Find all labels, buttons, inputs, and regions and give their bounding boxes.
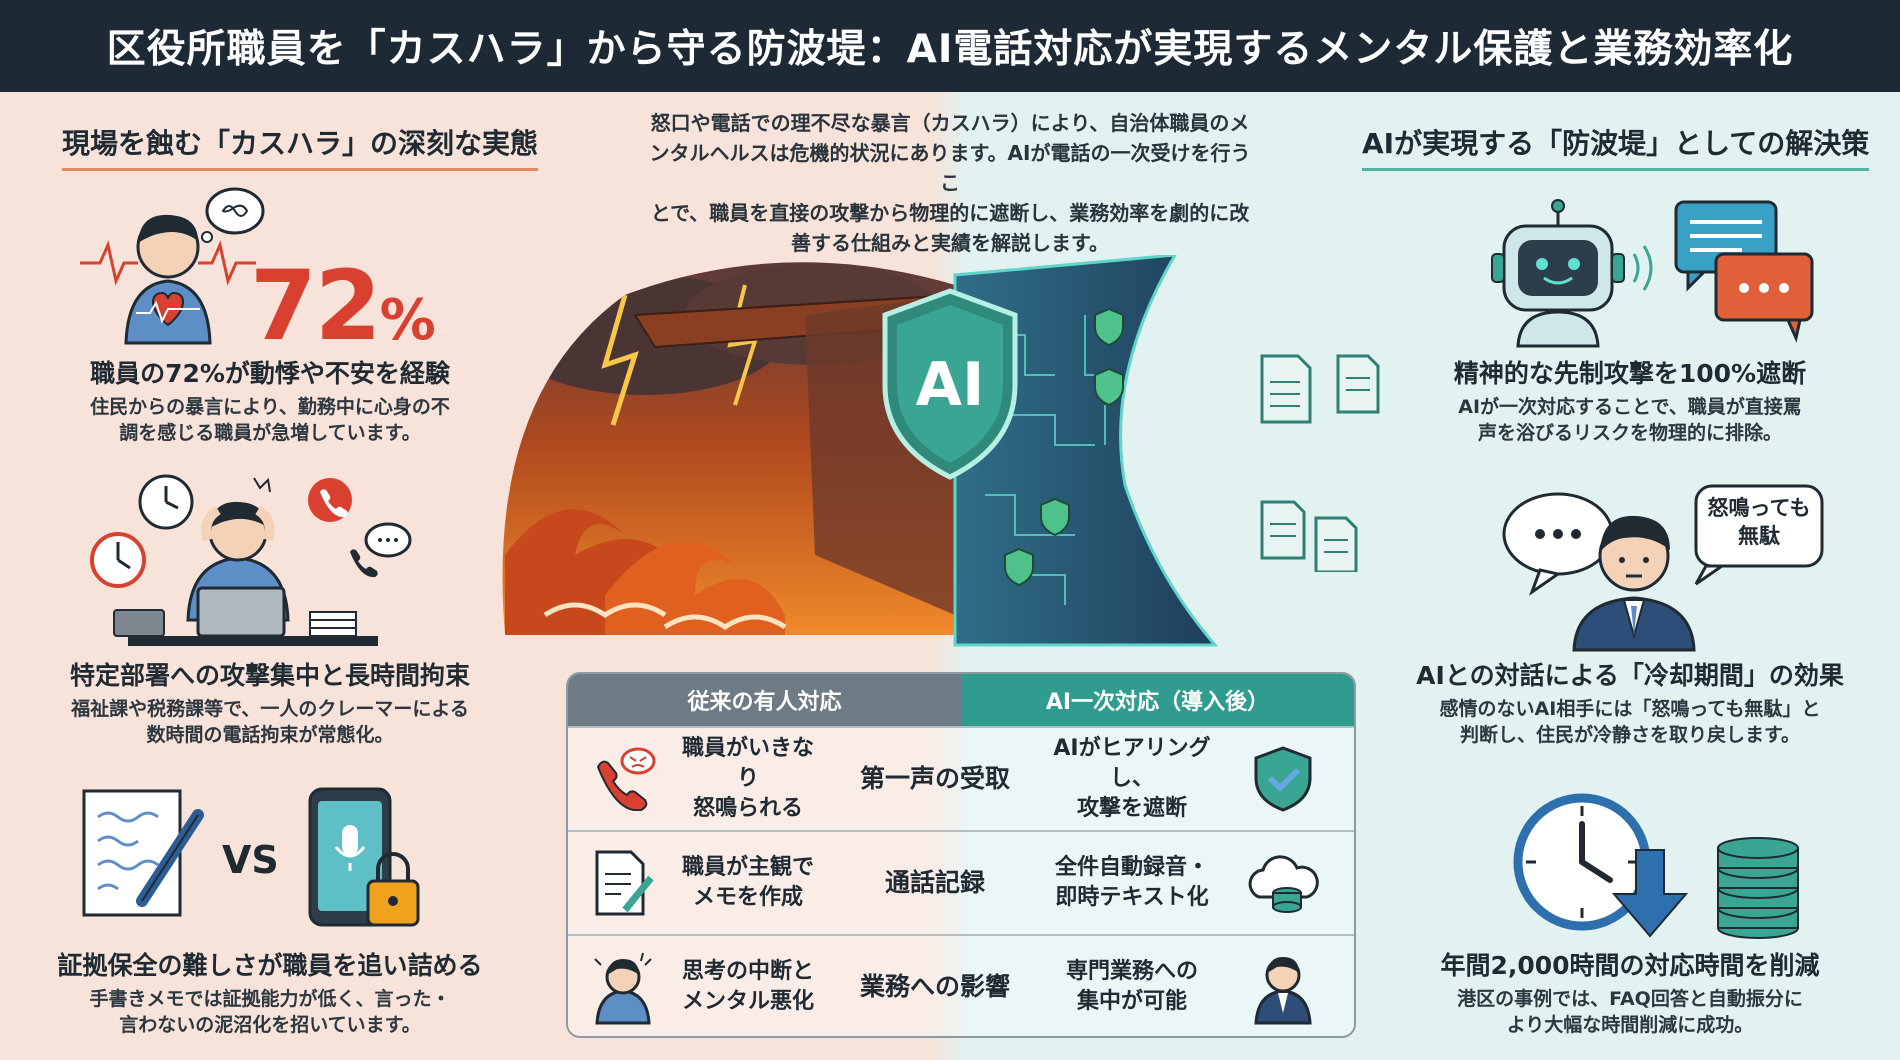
comparison-row: 思考の中断とメンタル悪化 業務への影響 専門業務への集中が可能 [568, 934, 1354, 1036]
conventional-cell: 思考の中断とメンタル悪化 [678, 957, 818, 1017]
cloud-database-icon [1212, 853, 1354, 913]
item-title: 精神的な先制攻撃を100%遮断 [1453, 359, 1807, 388]
cell-line: 職員が主観で [681, 855, 814, 880]
item-desc-line: 感情のないAI相手には「怒鳴っても無駄」と [1439, 698, 1821, 720]
comparison-row: 職員がいきなり怒鳴られる 第一声の受取 AIがヒアリングし、攻撃を遮断 [568, 726, 1354, 830]
cell-line: 専門業務への [1065, 959, 1198, 984]
cell-line: メモを作成 [692, 885, 803, 910]
item-title: 職員の72%が動悸や不安を経験 [90, 359, 450, 388]
left-item-3: 証拠保全の難しさが職員を追い詰める 手書きメモでは証拠能力が低く、言った・ 言わ… [20, 950, 520, 1038]
cell-line: 集中が可能 [1076, 989, 1187, 1014]
right-item-2: AIとの対話による「冷却期間」の効果 感情のないAI相手には「怒鳴っても無駄」と… [1400, 660, 1860, 748]
item-desc-line: 港区の事例では、FAQ回答と自動振分に [1457, 988, 1803, 1010]
cell-line: メンタル悪化 [681, 989, 814, 1014]
handwritten-memo-icon [82, 789, 204, 917]
vs-label: VS [222, 838, 279, 882]
documents-icon [1260, 354, 1380, 572]
cell-line: 思考の中断と [681, 959, 814, 984]
left-section-heading: 現場を蝕む「カスハラ」の深刻な実態 [62, 122, 539, 171]
item-desc-line: 判断し、住民が冷静さを取り戻します。 [1459, 724, 1801, 746]
item-title: 年間2,000時間の対応時間を削減 [1440, 951, 1820, 980]
cell-line: AIがヒアリングし、 [1053, 736, 1211, 791]
cell-line: 即時テキスト化 [1055, 885, 1209, 910]
item-desc-line: 住民からの暴言により、勤務中に心身の不 [90, 396, 450, 418]
conventional-cell: 職員がいきなり怒鳴られる [678, 734, 818, 824]
ai-robot-chat-icon [1491, 199, 1814, 348]
intro-line: ンタルヘルスは危機的状況にあります。AIが電話の一次受けを行うこ [649, 141, 1251, 195]
item-desc-line: 言わないの泥沼化を招いています。 [119, 1014, 421, 1036]
item-desc-line: 調を感じる職員が急増しています。 [119, 422, 421, 444]
comparison-header-conventional: 従来の有人対応 [568, 674, 961, 726]
item-desc-line: AIが一次対応することで、職員が直接罵 [1458, 396, 1802, 418]
focused-businessman-icon [1212, 949, 1354, 1025]
stressed-person-icon [568, 949, 678, 1025]
stat-72-percent: 72% [250, 250, 436, 362]
page-title: 区役所職員を「カスハラ」から守る防波堤：AI電話対応が実現するメンタル保護と業務… [0, 0, 1900, 92]
aspect-cell: 業務への影響 [859, 972, 1010, 1001]
right-section-heading: AIが実現する「防波堤」としての解決策 [1362, 122, 1870, 171]
bubble-line: 怒鳴っても [1707, 496, 1811, 520]
stat-unit: % [379, 288, 436, 353]
ai-cell: 全件自動録音・即時テキスト化 [1052, 853, 1212, 913]
comparison-row: 職員が主観でメモを作成 通話記録 全件自動録音・即時テキスト化 [568, 830, 1354, 934]
aspect-cell: 通話記録 [884, 868, 985, 897]
intro-line: とで、職員を直接の攻撃から物理的に遮断し、業務効率を劇的に改 [650, 201, 1250, 225]
cell-line: 攻撃を遮断 [1076, 796, 1187, 821]
smartphone-recorder-icon [308, 787, 420, 927]
shield-ai-label: AI [916, 350, 985, 420]
cell-line: 怒鳴られる [692, 796, 803, 821]
cell-line: 全件自動録音・ [1054, 855, 1209, 880]
intro-text: 怒口や電話での理不尽な暴言（カスハラ）により、自治体職員のメ ンタルヘルスは危機… [640, 108, 1260, 258]
angry-phone-icon [568, 747, 678, 811]
item-desc-line: 福祉課や税務課等で、一人のクレーマーによる [71, 698, 469, 720]
overwhelmed-worker-icon [90, 474, 412, 646]
left-item-1: 職員の72%が動悸や不安を経験 住民からの暴言により、勤務中に心身の不 調を感じ… [40, 358, 500, 446]
left-item-2: 特定部署への攻撃集中と長時間拘束 福祉課や税務課等で、一人のクレーマーによる 数… [30, 660, 510, 748]
right-item-3: 年間2,000時間の対応時間を削減 港区の事例では、FAQ回答と自動振分に より… [1400, 950, 1860, 1038]
item-desc-line: 声を浴びるリスクを物理的に排除。 [1477, 422, 1782, 444]
right-item-1: 精神的な先制攻撃を100%遮断 AIが一次対応することで、職員が直接罵 声を浴び… [1400, 358, 1860, 446]
memo-pencil-icon [568, 848, 678, 918]
conventional-cell: 職員が主観でメモを作成 [678, 853, 818, 913]
comparison-table: 従来の有人対応 AI一次対応（導入後） 職員がいきなり怒鳴られる 第一声の受取 … [566, 672, 1356, 1038]
aspect-cell: 第一声の受取 [859, 764, 1010, 793]
clock-time-reduction-icon [1513, 793, 1799, 939]
item-desc-line: 数時間の電話拘束が常態化。 [146, 724, 394, 746]
speech-bubble-text: 怒鳴っても 無駄 [1700, 494, 1818, 550]
item-desc-line: 手書きメモでは証拠能力が低く、言った・ [89, 988, 451, 1010]
bubble-line: 無駄 [1738, 524, 1780, 548]
thought-bubble-icon [201, 187, 265, 243]
calm-official-icon [1502, 484, 1824, 652]
stat-value: 72 [250, 250, 382, 362]
stressed-worker-heart-icon [80, 214, 256, 345]
item-title: 証拠保全の難しさが職員を追い詰める [57, 951, 483, 980]
ai-cell: AIがヒアリングし、攻撃を遮断 [1052, 734, 1212, 824]
cell-line: 職員がいきなり [681, 736, 814, 791]
intro-line: 怒口や電話での理不尽な暴言（カスハラ）により、自治体職員のメ [650, 111, 1250, 135]
item-title: 特定部署への攻撃集中と長時間拘束 [69, 661, 470, 690]
shield-check-icon [1212, 744, 1354, 814]
item-desc-line: より大幅な時間削減に成功。 [1506, 1014, 1754, 1036]
storm-wave-vs-ai-wall-illustration: AI [502, 255, 1219, 647]
intro-line: 善する仕組みと実績を解説します。 [791, 231, 1109, 255]
ai-cell: 専門業務への集中が可能 [1052, 957, 1212, 1017]
item-title: AIとの対話による「冷却期間」の効果 [1416, 661, 1844, 690]
comparison-header-ai: AI一次対応（導入後） [961, 674, 1354, 726]
